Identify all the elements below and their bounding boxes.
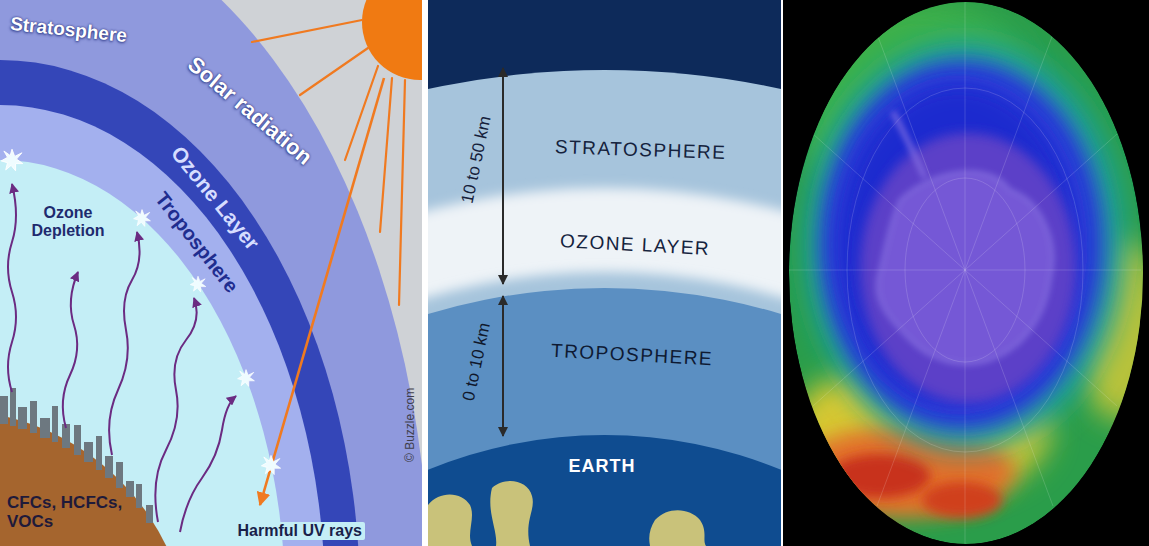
building: [52, 406, 58, 442]
ozone-level-region: [830, 454, 930, 498]
landmass: [428, 494, 472, 546]
pollutant-label: CFCs, HCFCs, VOCs: [7, 493, 129, 532]
emission-arrow: [63, 272, 78, 428]
layer-label: TROPOSPHERE: [551, 340, 714, 370]
troposphere-band: [0, 105, 325, 546]
earth: [0, 410, 190, 546]
building: [18, 407, 27, 429]
landmass: [490, 481, 533, 546]
radiation-label: Solar radiation: [183, 51, 317, 169]
meridian-line: [813, 134, 1117, 406]
building: [146, 505, 153, 523]
sun: [362, 0, 422, 80]
dimension-arrow: [502, 68, 504, 284]
troposphere-layer: [428, 288, 781, 546]
building: [40, 418, 50, 438]
uv-label: Harmful UV rays: [235, 522, 366, 540]
layer-label: STRATOSPHERE: [554, 136, 726, 164]
building: [10, 388, 16, 426]
depletion-burst: [190, 276, 206, 292]
ozone-level-region: [922, 482, 1002, 518]
stratosphere-layer: [428, 70, 781, 546]
space-ground: [783, 0, 1149, 546]
depletion-burst: [134, 210, 151, 227]
ozone-depletion-panel: [0, 0, 422, 546]
graticule: [789, 0, 1141, 546]
depletion-burst: [1, 149, 23, 171]
stratosphere-band: [0, 0, 422, 546]
watermark: © Buzzle.com: [404, 388, 418, 462]
depletion-label: Ozone Depletion: [26, 204, 110, 241]
landmass: [649, 510, 706, 546]
building: [30, 401, 37, 433]
building: [126, 481, 134, 497]
meridian-line: [965, 0, 966, 546]
dimension-label: 0 to 10 km: [458, 321, 494, 403]
building: [116, 462, 123, 488]
ozone-hole-core: [860, 133, 1076, 403]
antarctic-peninsula: [893, 112, 925, 178]
ozone-hole: [838, 85, 1078, 405]
ozone-hole-globe: [789, 0, 1149, 546]
earth-surface: [428, 435, 781, 546]
stratosphere-layer: [428, 272, 781, 546]
ozone-band: [0, 60, 360, 546]
emission-arrow: [8, 184, 16, 392]
building: [96, 436, 102, 470]
building: [0, 396, 8, 424]
building: [105, 456, 113, 478]
emission-arrow: [109, 232, 139, 455]
dimension-arrow: [502, 296, 504, 436]
layer-label: Stratosphere: [9, 13, 128, 47]
building: [136, 484, 142, 508]
layer-label: OZONE LAYER: [560, 230, 711, 260]
ozone-layer-band: [428, 188, 781, 546]
emission-arrow: [155, 298, 196, 522]
solar-ray: [399, 80, 405, 305]
atmosphere-layers-panel: [428, 0, 781, 546]
dimension-label: 10 to 50 km: [457, 114, 495, 205]
emission-arrow: [180, 396, 236, 532]
depletion-burst: [261, 455, 280, 474]
solar-ray: [300, 48, 368, 95]
depletion-burst: [238, 370, 255, 387]
solar-ray: [252, 20, 362, 42]
layer-label: EARTH: [569, 456, 636, 477]
landmasses: [428, 481, 706, 546]
building: [84, 442, 93, 462]
solar-ray: [380, 78, 392, 232]
solar-rays: [252, 20, 405, 305]
building: [74, 425, 81, 455]
